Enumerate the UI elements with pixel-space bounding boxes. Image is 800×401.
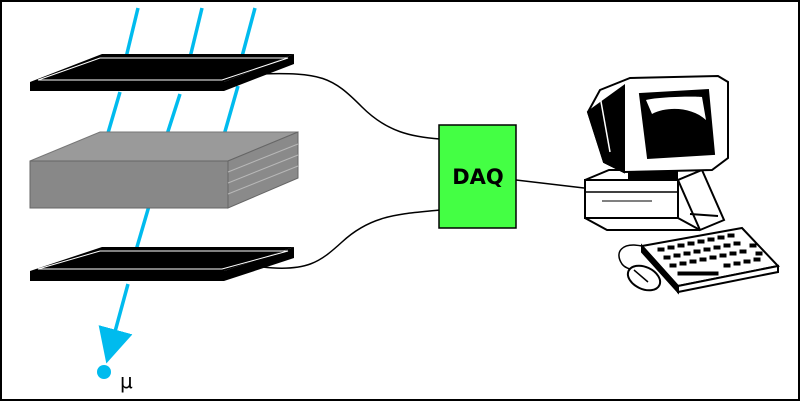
top-scintillator: [30, 54, 294, 91]
bottom-scintillator: [30, 247, 294, 281]
absorber-block: [29, 131, 299, 209]
muon-label: μ: [120, 369, 133, 393]
keyboard-icon: [640, 226, 780, 295]
cable-top: [257, 72, 441, 140]
signal-cables: [257, 72, 585, 269]
daq-module: DAQ: [438, 124, 517, 229]
muon-tracks: [98, 7, 257, 364]
mouse-icon: [618, 244, 662, 292]
muon-track-4-exit: [98, 283, 133, 364]
cable-computer: [515, 179, 585, 189]
muon-endpoint: [97, 365, 111, 379]
cable-bottom: [261, 209, 441, 269]
daq-label: DAQ: [452, 165, 504, 189]
desktop-computer-icon: [584, 74, 729, 232]
